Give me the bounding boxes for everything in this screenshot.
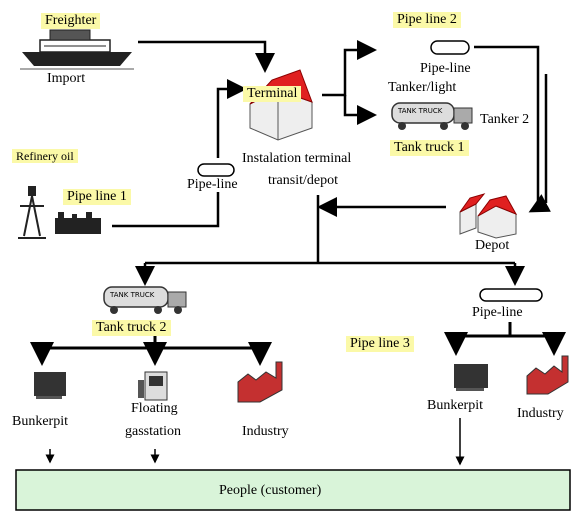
refinery-oil-label: Refinery oil <box>12 149 78 163</box>
people-label: People (customer) <box>219 483 322 498</box>
terminal-building-icon <box>249 69 313 141</box>
floating-label-1: Floating <box>131 401 178 416</box>
industry-left-icon <box>237 361 283 403</box>
installation-label-1: Instalation terminal <box>242 151 352 166</box>
terminal-label: Terminal <box>243 86 302 102</box>
bunkerpit-left-icon <box>34 372 66 399</box>
flow-connector <box>474 45 540 203</box>
flow-arrow <box>322 40 377 97</box>
floating-label-2: gasstation <box>125 424 181 439</box>
depot-icon <box>459 193 518 239</box>
flow-arrow <box>138 40 275 73</box>
tank-truck-1-icon <box>391 102 473 130</box>
tank-truck-2-icon <box>103 286 187 314</box>
bunkerpit-right-label: Bunkerpit <box>427 398 483 413</box>
refinery-icon <box>18 186 101 239</box>
industry-right-icon <box>526 355 569 395</box>
depot-label: Depot <box>475 238 510 253</box>
pipe-line-capsule-mid <box>197 163 235 177</box>
freighter-ship-icon <box>20 29 134 70</box>
installation-label-2: transit/depot <box>268 173 338 188</box>
pipe-line-top-label: Pipe-line <box>420 61 471 76</box>
import-label: Import <box>47 71 86 86</box>
bunkerpit-right-icon <box>454 364 488 391</box>
flow-arrow <box>528 194 551 213</box>
bunkerpit-left-label: Bunkerpit <box>12 414 68 429</box>
freighter-label: Freighter <box>41 13 101 29</box>
pipe-line-right-label: Pipe-line <box>472 305 523 320</box>
pipe-line-mid-label: Pipe-line <box>187 177 238 192</box>
flow-arrow <box>216 79 247 158</box>
industry-left-label: Industry <box>242 424 289 439</box>
tanker-light-label: Tanker/light <box>388 80 457 95</box>
pipe-line-2-label: Pipe line 2 <box>393 12 461 28</box>
truck-1-text: TANK TRUCK <box>398 107 443 115</box>
industry-right-label: Industry <box>517 406 564 421</box>
tank-truck-2-label: Tank truck 2 <box>92 320 171 336</box>
pipe-line-capsule-top <box>430 40 470 55</box>
people-box <box>15 469 571 511</box>
pipe-line-3-label: Pipe line 3 <box>346 336 414 352</box>
tanker-2-label: Tanker 2 <box>480 112 530 127</box>
pipe-line-capsule-right <box>479 288 543 302</box>
floating-gas-station-icon <box>138 371 168 401</box>
tank-truck-1-label: Tank truck 1 <box>390 140 469 156</box>
flow-connector <box>112 192 220 228</box>
truck-2-text: TANK TRUCK <box>110 291 155 299</box>
flow-arrow <box>343 95 377 125</box>
pipe-line-1-label: Pipe line 1 <box>63 189 131 205</box>
